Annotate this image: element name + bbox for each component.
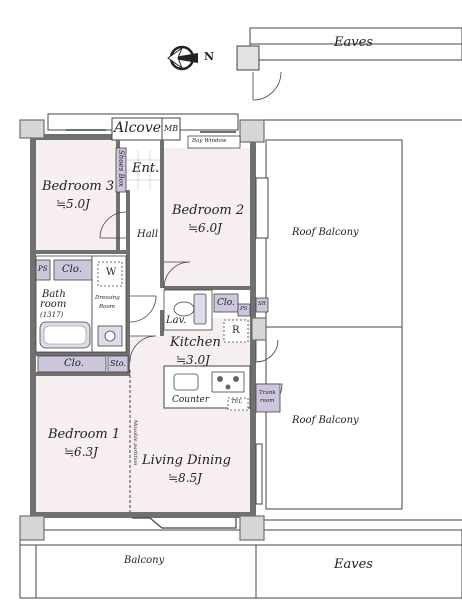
eaves-top-label: Eaves: [334, 35, 373, 50]
ps-right-box: [237, 303, 251, 317]
room-area-bedroom1: ≒6.3J: [64, 445, 98, 459]
entrance-label: Ent.: [132, 161, 160, 176]
eaves-bottom-label: Eaves: [334, 557, 373, 572]
balcony-label: Balcony: [124, 555, 165, 566]
structural-columns: [19, 119, 267, 541]
room-area-living: ≒8.5J: [168, 471, 202, 485]
bay-window-sill: [187, 135, 241, 149]
dressing-label-line2: Room: [99, 304, 115, 310]
room-name-living: Living Dining: [142, 453, 231, 468]
hall-label: Hall: [137, 229, 159, 240]
movable-partition-label: Movable partition: [132, 420, 138, 466]
trunk-room-label-line1: Trunk: [259, 390, 276, 396]
dressing-label-line1: Dressing: [95, 295, 120, 301]
closet-bed3-label: Clo.: [62, 264, 82, 275]
trunk-room-box: [255, 383, 281, 413]
room-name-bedroom2: Bedroom 2: [172, 203, 245, 218]
refrigerator-space: [223, 319, 249, 343]
side-windows: [255, 177, 269, 505]
room-area-bedroom3: ≒5.0J: [56, 197, 90, 211]
lavatory-area: [163, 289, 213, 331]
sr-label: SR: [258, 301, 266, 307]
kitchen-counter: [163, 365, 251, 409]
compass-north-label: N: [204, 50, 215, 63]
storage-label: Sto.: [110, 359, 126, 368]
roof-balcony-outline: [260, 119, 462, 521]
storage-bed1: [107, 355, 129, 373]
closet-kitchen: [213, 293, 239, 313]
alcove-label: Alcove: [114, 120, 162, 136]
tel-label: TEL: [231, 399, 243, 405]
eaves-top-area: [236, 27, 462, 71]
tel-box: [227, 397, 249, 411]
closet-bed1: [37, 355, 107, 373]
lavatory-label: Lav.: [166, 315, 187, 326]
shoes-box: [115, 147, 127, 193]
closet-bed1-label: Clo.: [64, 358, 84, 369]
bathroom-label-line1: Bath: [42, 289, 66, 300]
living-bay-window: [132, 517, 237, 529]
top-windows: [66, 129, 236, 133]
room-area-kitchen: ≒3.0J: [176, 353, 210, 367]
ps-left-label: PS: [38, 265, 48, 273]
closet-kitchen-label: Clo.: [217, 298, 235, 308]
washer-label: W: [106, 267, 117, 278]
refrigerator-label: R: [232, 325, 240, 336]
roof-balcony-lower-label: Roof Balcony: [292, 415, 359, 426]
room-name-bedroom1: Bedroom 1: [48, 427, 121, 442]
trunk-room-label-line2: room: [260, 398, 275, 404]
roof-balcony-upper-label: Roof Balcony: [292, 227, 359, 238]
ps-right-label: PS: [240, 306, 248, 312]
sr-box: [255, 297, 269, 313]
compass-icon: [167, 45, 198, 71]
alcove-frame: [47, 113, 239, 141]
deck-door-swing: [252, 71, 282, 101]
entrance-tiles: [126, 150, 162, 190]
mb-label: MB: [164, 124, 179, 133]
bay-window-label: Bay Window: [192, 138, 227, 144]
counter-label: Counter: [172, 395, 210, 405]
shoes-box-label: Shoes Box: [117, 150, 125, 187]
room-name-bedroom3: Bedroom 3: [42, 179, 115, 194]
room-name-kitchen: Kitchen: [170, 335, 221, 350]
bathroom-label-line2: room: [40, 299, 67, 310]
bathroom-area: [35, 255, 127, 353]
room-area-bedroom2: ≒6.0J: [188, 221, 222, 235]
bathroom-size-label: (1317): [40, 311, 64, 319]
